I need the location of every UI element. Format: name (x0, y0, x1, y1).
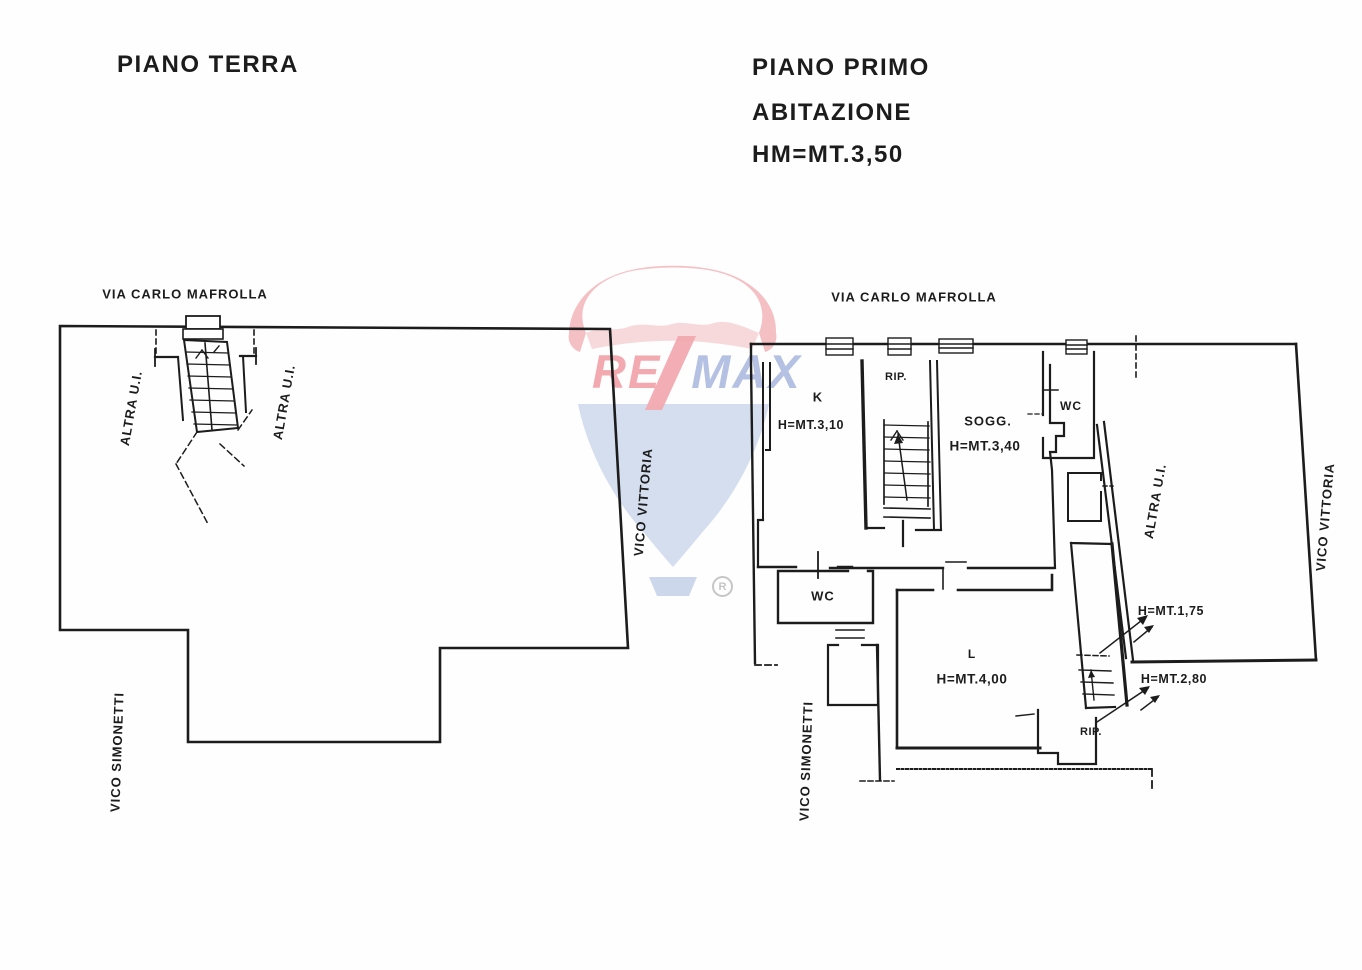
rp-room-wc-bottom: WC (811, 588, 835, 604)
room-l-walls (895, 573, 1054, 750)
rp-room-l: L (967, 647, 977, 661)
registered-trademark-icon: R (712, 576, 733, 597)
balloon-basket (649, 577, 697, 596)
room-sogg-walls (828, 363, 1066, 590)
room-rip-bottom-walls (1015, 708, 1098, 766)
annotation-arrows (1095, 615, 1160, 724)
remax-max: MAX (691, 345, 802, 398)
lp-street-via-carlo-mafrolla: VIA CARLO MAFROLLA (102, 286, 268, 302)
right-plan-right-wall (1294, 342, 1318, 662)
street-boundary (896, 768, 1153, 794)
windows (825, 337, 1088, 356)
rp-annotation-h280: H=MT.2,80 (1140, 672, 1208, 686)
rp-annotation-h175: H=MT.1,75 (1137, 604, 1205, 618)
altra-ui-bottom-wall (1130, 658, 1318, 664)
left-plan (58, 315, 630, 744)
rp-room-k: K (812, 389, 824, 405)
balloon-canopy-band (586, 321, 759, 349)
room-wc-top-walls (1027, 350, 1096, 460)
altra-ui-separation-wall (1095, 420, 1135, 662)
room-wc-bottom-walls (776, 569, 875, 625)
balloon-fan (578, 404, 769, 567)
vestibule (826, 629, 895, 782)
main-staircase (864, 359, 943, 548)
rp-room-sogg-height: H=MT.3,40 (949, 438, 1021, 454)
lower-stairwell (1069, 541, 1129, 710)
rp-room-k-height: H=MT.3,10 (777, 418, 845, 432)
left-plan-outline (58, 324, 630, 744)
rp-room-sogg: SOGG. (964, 413, 1012, 429)
remax-slash (645, 336, 696, 410)
remax-brand-text: RE MAX (592, 348, 802, 395)
right-plan-left-wall (749, 342, 757, 665)
title-abitazione: ABITAZIONE (752, 99, 912, 126)
remax-re: RE (592, 345, 662, 398)
title-piano-primo: PIANO PRIMO (752, 54, 930, 81)
rp-room-wc-top: WC (1060, 399, 1082, 413)
title-piano-terra: PIANO TERRA (117, 51, 299, 78)
rp-room-rip-top: RIP. (885, 371, 907, 383)
niche-closet (1067, 472, 1114, 522)
rp-street-via-carlo-mafrolla: VIA CARLO MAFROLLA (831, 289, 997, 305)
title-hm-height: HM=MT.3,50 (752, 141, 904, 168)
right-plan (749, 335, 1318, 794)
rp-room-l-height: H=MT.4,00 (936, 671, 1008, 687)
rp-room-rip-bottom: RIP. (1080, 726, 1102, 738)
